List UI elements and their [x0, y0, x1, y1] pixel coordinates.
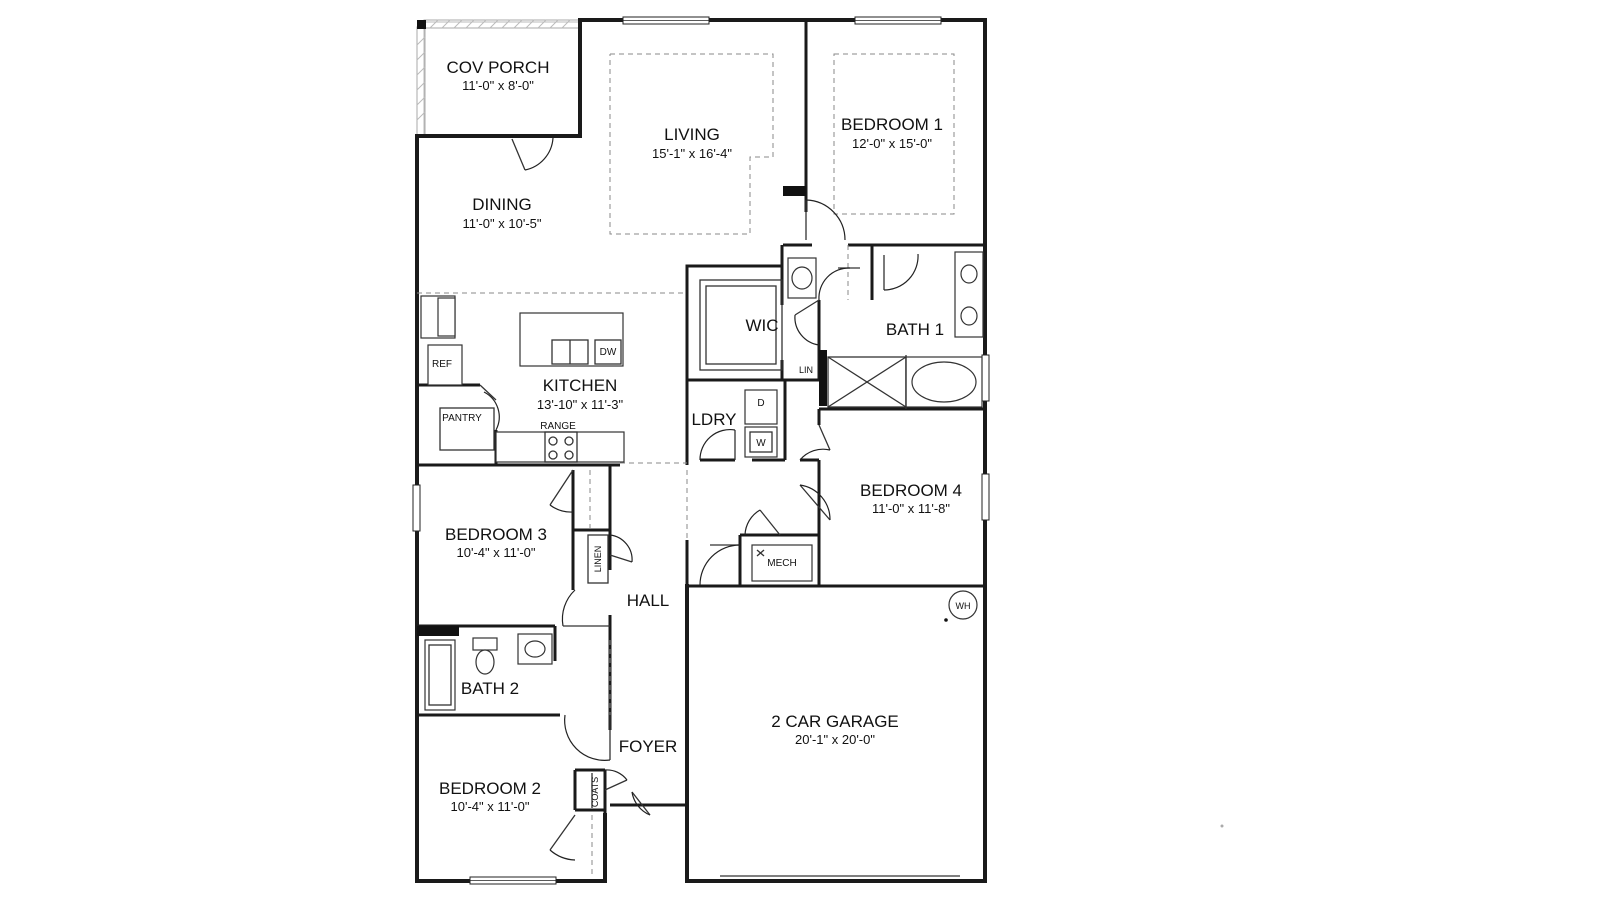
dryer-label: D: [757, 398, 764, 409]
lin-label: LIN: [799, 365, 813, 375]
garage-dims: 20'-1" x 20'-0": [795, 732, 875, 747]
kitchen-name: KITCHEN: [543, 376, 618, 395]
dashed-lines: [417, 53, 955, 876]
wic-name: WIC: [745, 316, 778, 335]
bedroom2-dims: 10'-4" x 11'-0": [451, 799, 530, 814]
linen-label: LINEN: [593, 546, 603, 573]
garage-name: 2 CAR GARAGE: [771, 712, 899, 731]
dw-label: DW: [600, 347, 617, 358]
fixtures: [420, 251, 1224, 877]
coats-label: COATS: [590, 777, 600, 807]
bath2-name: BATH 2: [461, 679, 519, 698]
dining-dims: 11'-0" x 10'-5": [463, 216, 542, 231]
windows: [412, 16, 990, 885]
mech-label: MECH: [767, 558, 796, 569]
cov-porch-area: [416, 19, 582, 138]
bedroom3-name: BEDROOM 3: [445, 525, 547, 544]
range-label: RANGE: [540, 421, 576, 432]
kitchen-dims: 13'-10" x 11'-3": [537, 397, 624, 412]
wh-label: WH: [956, 601, 971, 611]
bedroom1-dims: 12'-0" x 15'-0": [852, 136, 932, 151]
foyer-name: FOYER: [619, 737, 678, 756]
living-dims: 15'-1" x 16'-4": [652, 146, 732, 161]
pantry-label: PANTRY: [442, 413, 482, 424]
interior-walls: [417, 20, 985, 881]
bedroom2-name: BEDROOM 2: [439, 779, 541, 798]
dining-name: DINING: [472, 195, 532, 214]
ldry-name: LDRY: [691, 410, 736, 429]
cov-porch-dims: 11'-0" x 8'-0": [462, 78, 534, 93]
washer-label: W: [756, 438, 766, 449]
bath1-name: BATH 1: [886, 320, 944, 339]
room-labels: COV PORCH 11'-0" x 8'-0" LIVING 15'-1" x…: [439, 58, 962, 814]
bedroom4-dims: 11'-0" x 11'-8": [872, 501, 950, 516]
fixture-labels: REF DW PANTRY RANGE D W LIN LINEN MECH W…: [432, 347, 971, 807]
living-name: LIVING: [664, 125, 720, 144]
cov-porch-name: COV PORCH: [447, 58, 550, 77]
bedroom4-name: BEDROOM 4: [860, 481, 962, 500]
bedroom3-dims: 10'-4" x 11'-0": [457, 545, 536, 560]
hall-name: HALL: [627, 591, 670, 610]
doors: [479, 137, 919, 861]
bedroom1-name: BEDROOM 1: [841, 115, 943, 134]
ref-label: REF: [432, 359, 452, 370]
